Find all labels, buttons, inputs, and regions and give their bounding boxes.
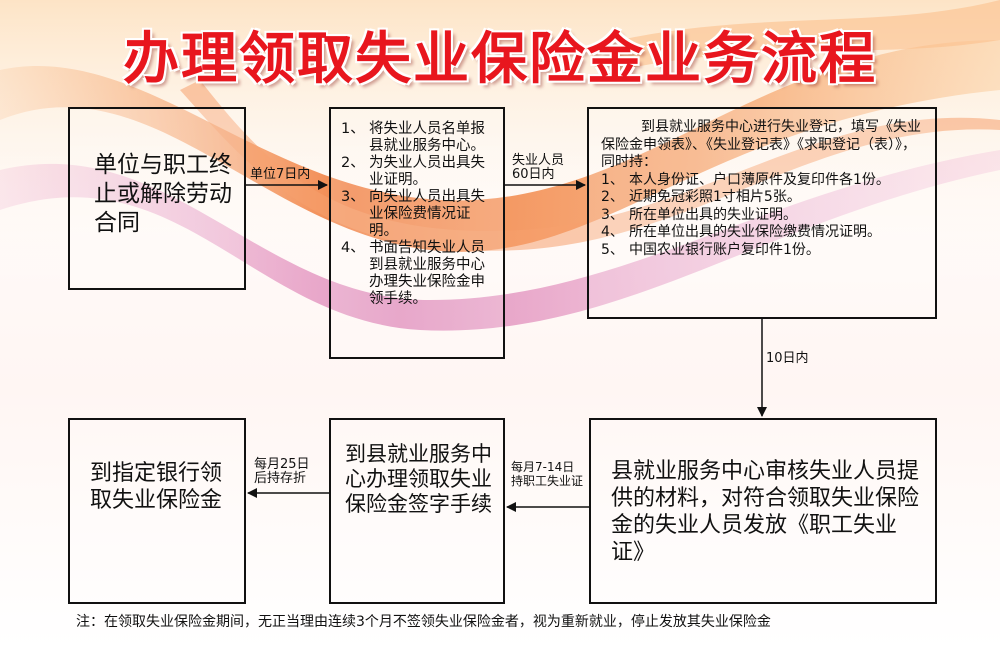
- footnote: 注：在领取失业保险金期间，无正当理由连续3个月不签领失业保险金者，视为重新就业，…: [76, 614, 771, 630]
- list-item: 3、向失业人员出具失业保险费情况证明。: [341, 189, 485, 239]
- arrow-label-10-days: 10日内: [766, 351, 809, 366]
- step-text: 县就业服务中心审核失业人员提供的材料，对符合领取失业保险金的失业人员发放《职工失…: [611, 459, 920, 565]
- list-item: 1、将失业人员名单报县就业服务中心。: [341, 121, 485, 154]
- step-box-unemployment-registration: 到县就业服务中心进行失业登记，填写《失业保险金申领表》、《失业登记表》《求职登记…: [587, 107, 937, 319]
- employer-duty-list: 1、将失业人员名单报县就业服务中心。 2、为失业人员出具失业证明。 3、向失业人…: [341, 121, 499, 308]
- step-box-terminate-contract: 单位与职工终止或解除劳动合同: [68, 107, 246, 290]
- arrow-label-monthly-25: 每月25日 后持存折: [254, 457, 310, 486]
- list-item: 5、中国农业银行账户复印件1份。: [601, 241, 820, 258]
- step-text: 到县就业服务中心办理领取失业保险金签字手续: [345, 442, 492, 516]
- step-box-sign-procedure: 到县就业服务中心办理领取失业保险金签字手续: [329, 418, 505, 604]
- step-box-collect-at-bank: 到指定银行领取失业保险金: [68, 418, 246, 604]
- step-text: 到指定银行领取失业保险金: [90, 461, 223, 513]
- arrow-label-monthly-7-14: 每月7-14日 持职工失业证: [511, 460, 584, 488]
- step-box-review-issue-certificate: 县就业服务中心审核失业人员提供的材料，对符合领取失业保险金的失业人员发放《职工失…: [589, 418, 937, 604]
- list-item: 3、所在单位出具的失业证明。: [601, 206, 797, 223]
- arrow-label-employer-7-days: 单位7日内: [250, 167, 311, 182]
- list-item: 4、书面告知失业人员到县就业服务中心办理失业保险金申领手续。: [341, 240, 485, 307]
- step-box-employer-duties: 1、将失业人员名单报县就业服务中心。 2、为失业人员出具失业证明。 3、向失业人…: [329, 107, 505, 359]
- page-title: 办理领取失业保险金业务流程: [123, 27, 877, 92]
- required-documents-list: 1、本人身份证、户口薄原件及复印件各1份。 2、近期免冠彩照1寸相片5张。 3、…: [601, 172, 925, 260]
- step-text: 单位与职工终止或解除劳动合同: [94, 152, 232, 236]
- arrow-label-60-days: 失业人员 60日内: [512, 153, 565, 182]
- registration-intro: 到县就业服务中心进行失业登记，填写《失业保险金申领表》、《失业登记表》《求职登记…: [601, 119, 921, 170]
- list-item: 2、近期免冠彩照1寸相片5张。: [601, 189, 801, 205]
- list-item: 4、所在单位出具的失业保险缴费情况证明。: [601, 224, 881, 240]
- list-item: 1、本人身份证、户口薄原件及复印件各1份。: [601, 171, 890, 188]
- list-item: 2、为失业人员出具失业证明。: [341, 155, 485, 188]
